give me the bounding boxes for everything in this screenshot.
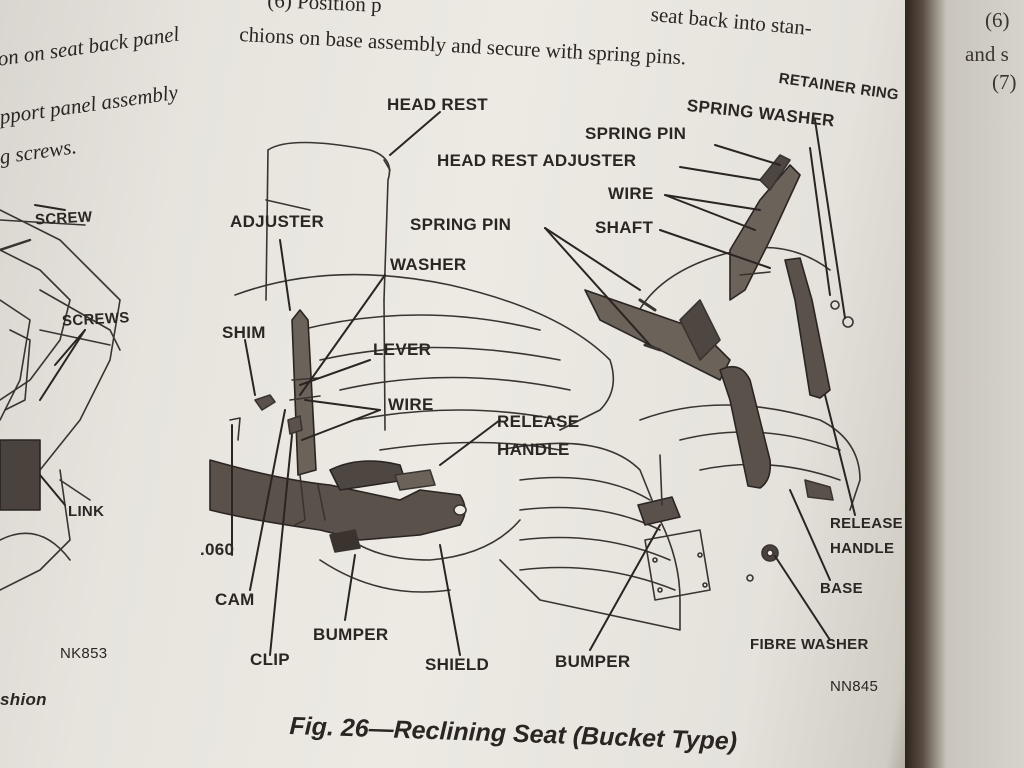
label-release-handle-2b: HANDLE — [830, 540, 895, 557]
label-head-rest: HEAD REST — [387, 95, 488, 114]
label-lever: LEVER — [373, 340, 432, 359]
label-release-handle-1b: HANDLE — [497, 440, 570, 459]
right-text-line3: (7) — [992, 70, 1017, 94]
label-dimension-060: .060 — [200, 540, 235, 559]
label-shaft: SHAFT — [595, 218, 654, 237]
label-fibre-washer: FIBRE WASHER — [750, 636, 869, 653]
label-release-handle-1a: RELEASE — [497, 412, 580, 431]
head-rest-art — [265, 141, 391, 301]
label-bumper-2: BUMPER — [555, 652, 631, 671]
label-shield: SHIELD — [425, 655, 490, 674]
label-release-handle-2a: RELEASE — [830, 515, 903, 532]
main-figure-code: NN845 — [830, 678, 879, 695]
label-adjuster: ADJUSTER — [230, 212, 325, 231]
label-cam: CAM — [215, 590, 255, 609]
label-clip: CLIP — [250, 650, 290, 669]
right-text-line2: and s — [965, 42, 1009, 66]
left-figure-art — [0, 209, 121, 591]
left-figure-code: NK853 — [60, 645, 108, 662]
label-bumper-1: BUMPER — [313, 625, 389, 644]
label-shim: SHIM — [222, 323, 266, 342]
facing-page — [905, 0, 1024, 768]
left-figure-footer: shion — [0, 690, 47, 709]
label-link: LINK — [68, 503, 105, 520]
leader-lines — [34, 111, 856, 656]
label-wire: WIRE — [388, 395, 434, 414]
label-base: BASE — [820, 580, 863, 597]
right-text-line1: (6) — [985, 8, 1010, 32]
label-wire-2: WIRE — [608, 184, 654, 203]
label-head-rest-adjuster: HEAD REST ADJUSTER — [437, 151, 637, 170]
left-mechanism-art — [209, 309, 467, 553]
label-spring-pin-1: SPRING PIN — [585, 124, 687, 143]
label-spring-pin-2: SPRING PIN — [410, 215, 512, 234]
seat-cushion-art — [234, 246, 861, 631]
label-washer: WASHER — [390, 255, 467, 274]
label-screw: SCREW — [34, 208, 93, 229]
label-screws: SCREWS — [61, 309, 131, 330]
